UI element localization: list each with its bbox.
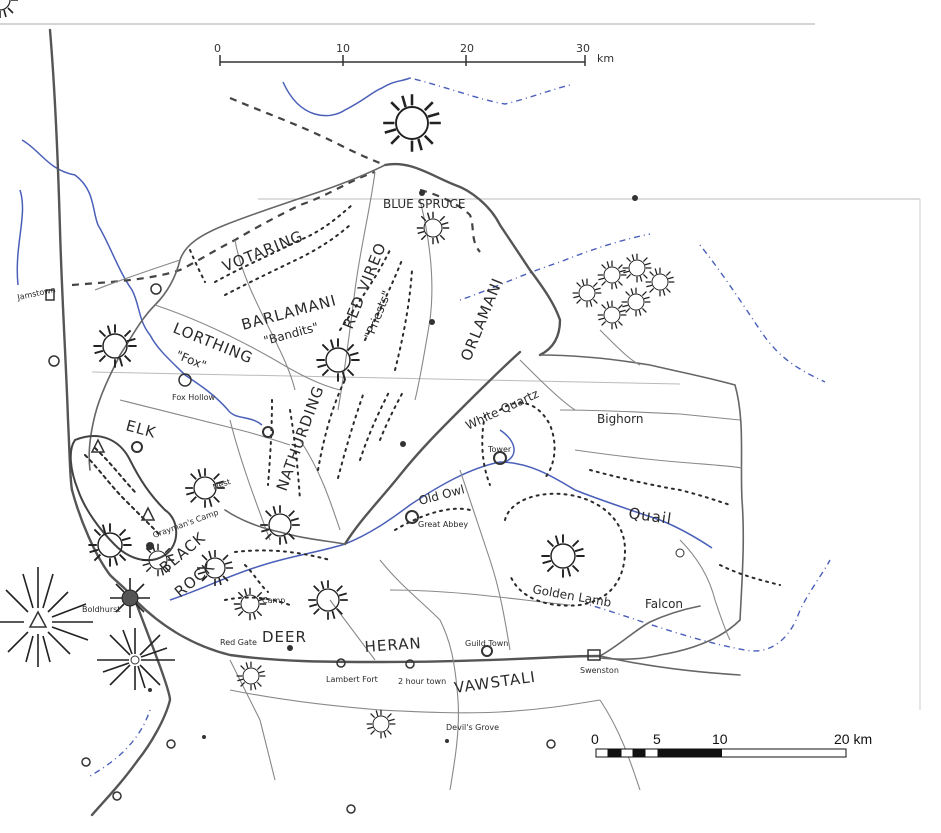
territory-border-n (154, 164, 386, 306)
place-label-swenston: Swenston (580, 666, 619, 675)
road-east2 (599, 655, 741, 676)
river-west-branch (16, 189, 24, 286)
region-label-vawstali: VAWSTALI (453, 668, 537, 697)
scale-top-unit: km (597, 52, 614, 65)
river-west (21, 139, 263, 426)
scale-bottom-tick-10: 10 (712, 731, 728, 747)
region-label-deer: DEER (262, 628, 307, 646)
place-label-2-hour-town: 2 hour town (398, 677, 446, 686)
scale-bottom-tick-20: 20 km (834, 731, 872, 747)
place-label-boldhurst: Boldhurst (82, 605, 120, 614)
place-label-guild-town: Guild Town (465, 639, 508, 648)
region-label-nathurding: NATHURDING (273, 383, 328, 493)
scale-bar-top: 0 10 20 30 km (214, 42, 614, 66)
border-north (229, 96, 386, 167)
border-spruce (419, 188, 481, 253)
road-east (599, 605, 701, 657)
region-label-elk: ELK (124, 416, 158, 441)
place-label-fox-hollow: Fox Hollow (172, 393, 215, 402)
region-label-orlamani: ORLAMANI (457, 275, 507, 363)
scale-bottom-tick-5: 5 (653, 731, 661, 747)
elk-range (69, 435, 178, 562)
borders (71, 96, 481, 287)
river-tower-branch (499, 429, 515, 463)
territory-border-e (539, 354, 745, 621)
place-label-red-gate: Red Gate (220, 638, 257, 647)
place-label-devils-grove: Devil's Grove (446, 723, 499, 732)
territory-border-w (88, 304, 156, 471)
place-label-quail: Quail (627, 504, 673, 528)
hill-ridges (189, 204, 781, 607)
territory-border-ne (383, 162, 562, 357)
place-labels: BLUE SPRUCE Jamstown Fox Hollow White Qu… (16, 197, 683, 732)
road-west (48, 28, 74, 492)
river-main (169, 461, 713, 601)
place-label-blue-spruce: BLUE SPRUCE (383, 197, 465, 211)
place-label-bighorn: Bighorn (597, 412, 643, 426)
river-southeast (589, 559, 831, 652)
scale-top-tick-10: 10 (336, 42, 350, 55)
place-label-graymans-camp: Grayman's Camp (152, 508, 220, 540)
place-label-tower: Tower (487, 445, 512, 454)
territory-border-se (599, 619, 741, 661)
radiant-mountain-symbol (0, 567, 93, 667)
place-label-lambert-fort: Lambert Fort (326, 675, 378, 684)
scale-bottom-tick-0: 0 (591, 731, 599, 747)
divider-lines (94, 171, 743, 791)
scale-top-tick-20: 20 (460, 42, 474, 55)
boldhurst-city-symbol (110, 578, 150, 618)
place-label-falcon: Falcon (645, 597, 683, 611)
square-town-marker (45, 289, 55, 301)
roads (48, 28, 741, 817)
river-east-dashed (459, 233, 651, 301)
rivers (16, 77, 831, 777)
woods-symbol (0, 0, 18, 18)
radiant-symbol (97, 628, 175, 690)
place-label-camp: Camp (262, 596, 285, 605)
region-labels: VOTARING BARLAMANI "Bandits" RED VIREO "… (124, 227, 537, 697)
road-central (343, 350, 522, 546)
river-southwest (89, 709, 151, 777)
region-label-heran: HERAN (364, 634, 422, 656)
river-north-dashed (409, 77, 571, 105)
road-nathurding (224, 509, 346, 545)
road-south (90, 598, 172, 817)
river-far-east (699, 244, 826, 383)
region-label-votaring: VOTARING (220, 227, 306, 276)
place-label-great-abbey: Great Abbey (418, 520, 468, 529)
scale-top-tick-0: 0 (214, 42, 221, 55)
scale-bar-bottom: 0 5 10 20 km (591, 731, 872, 758)
woods (0, 0, 676, 740)
paper-fold-line (91, 371, 681, 385)
road-main-south (133, 598, 602, 664)
scale-top-tick-30: 30 (576, 42, 590, 55)
territory-outline (88, 162, 745, 661)
settlement-markers (45, 190, 685, 814)
river-north (282, 77, 411, 117)
